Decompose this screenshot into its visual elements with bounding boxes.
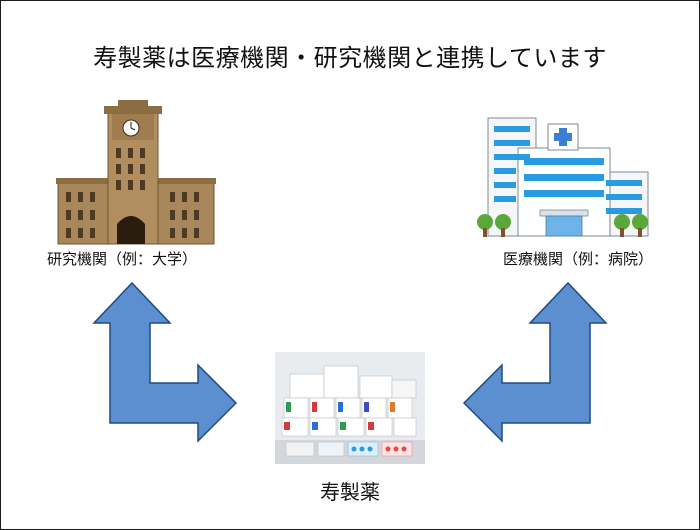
hospital-building-icon xyxy=(477,117,649,237)
research-institution-label: 研究機関（例：大学） xyxy=(46,250,197,268)
university-building-icon xyxy=(56,100,216,245)
diagram-title: 寿製薬は医療機関・研究機関と連携しています xyxy=(93,44,607,72)
right-arrow xyxy=(462,281,608,443)
medical-institution-label: 医療機関（例：病院） xyxy=(502,250,653,268)
company-label: 寿製薬 xyxy=(320,480,380,504)
medicine-products-photo xyxy=(275,352,425,464)
left-arrow xyxy=(92,281,238,443)
